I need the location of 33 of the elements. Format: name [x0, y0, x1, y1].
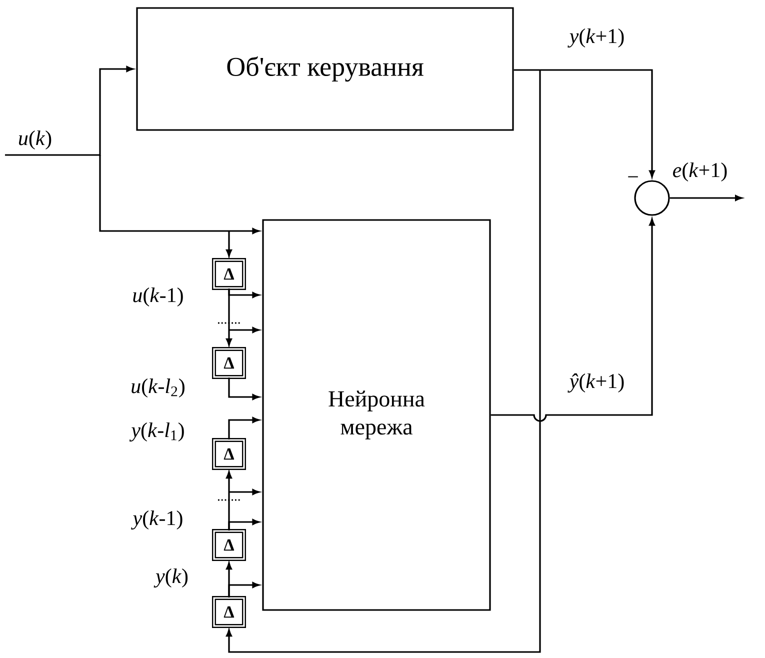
- arrow: [5, 66, 134, 156]
- signal-label: ŷ(k+1): [568, 373, 624, 393]
- delay-block: Δ: [212, 258, 246, 290]
- signal-label: e(k+1): [673, 162, 727, 182]
- process-box: Об'єкт керування: [136, 7, 514, 131]
- delay-block: Δ: [212, 347, 246, 379]
- signal-label: u(k): [19, 130, 52, 150]
- arrow: [540, 69, 655, 178]
- signal-label: y(k-1): [131, 510, 182, 530]
- summing-junction: [634, 180, 670, 216]
- arrow: [229, 489, 260, 495]
- delay-block: Δ: [212, 438, 246, 470]
- delay-block: Δ: [212, 596, 246, 628]
- process-box: Нейронна мережа: [262, 219, 491, 611]
- arrow: [490, 218, 655, 422]
- arrow: [99, 155, 260, 234]
- arrow: [228, 417, 260, 440]
- signal-label: u(k-l$_{2}$): [132, 378, 184, 398]
- arrow: [226, 231, 232, 257]
- arrow: [226, 70, 541, 653]
- signal-label: u(k-1): [133, 287, 183, 307]
- signal-label: y(k): [154, 568, 188, 588]
- arrow: [228, 378, 260, 400]
- arrow: [229, 327, 260, 333]
- signal-label: y(k-l$_{1}$): [129, 422, 184, 442]
- signal-label: −: [628, 176, 638, 178]
- arrow: [670, 195, 742, 201]
- signal-label: y(k+1): [568, 28, 624, 48]
- arrow: [226, 288, 232, 346]
- arrow: [228, 288, 260, 298]
- arrow: [228, 519, 260, 530]
- arrow: [228, 582, 260, 598]
- delay-block: Δ: [212, 529, 246, 561]
